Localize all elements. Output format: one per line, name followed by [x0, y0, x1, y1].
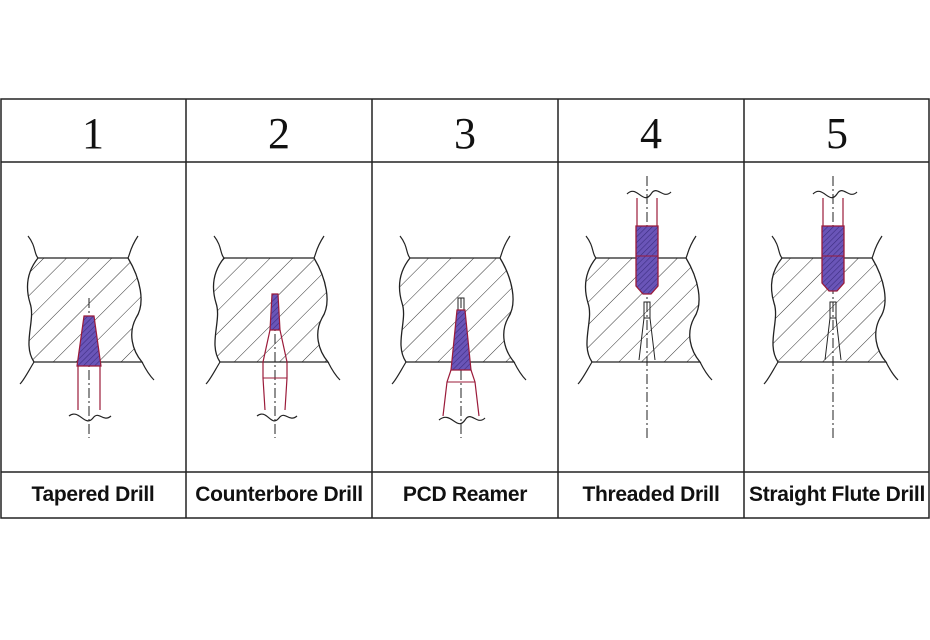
table-grid: [0, 98, 930, 519]
tool-diagram-table: 1 2 3 4 5 Tapered Drill Counterbore Dril…: [0, 98, 930, 519]
straight-flute-drill-icon: [763, 176, 899, 438]
column-number-4: 4: [640, 109, 662, 158]
column-number-2: 2: [268, 109, 290, 158]
column-label-2: Counterbore Drill: [195, 483, 363, 506]
tapered-drill-icon: [19, 235, 155, 438]
pcd-reamer-icon: [391, 235, 527, 438]
counterbore-drill-icon: [205, 235, 341, 438]
column-label-4: Threaded Drill: [582, 483, 720, 506]
column-label-3: PCD Reamer: [402, 483, 528, 506]
column-number-5: 5: [826, 109, 848, 158]
column-label-1: Tapered Drill: [31, 483, 155, 506]
threaded-drill-icon: [577, 176, 713, 438]
column-number-3: 3: [454, 109, 476, 158]
column-label-5: Straight Flute Drill: [748, 483, 925, 506]
column-number-1: 1: [82, 109, 104, 158]
